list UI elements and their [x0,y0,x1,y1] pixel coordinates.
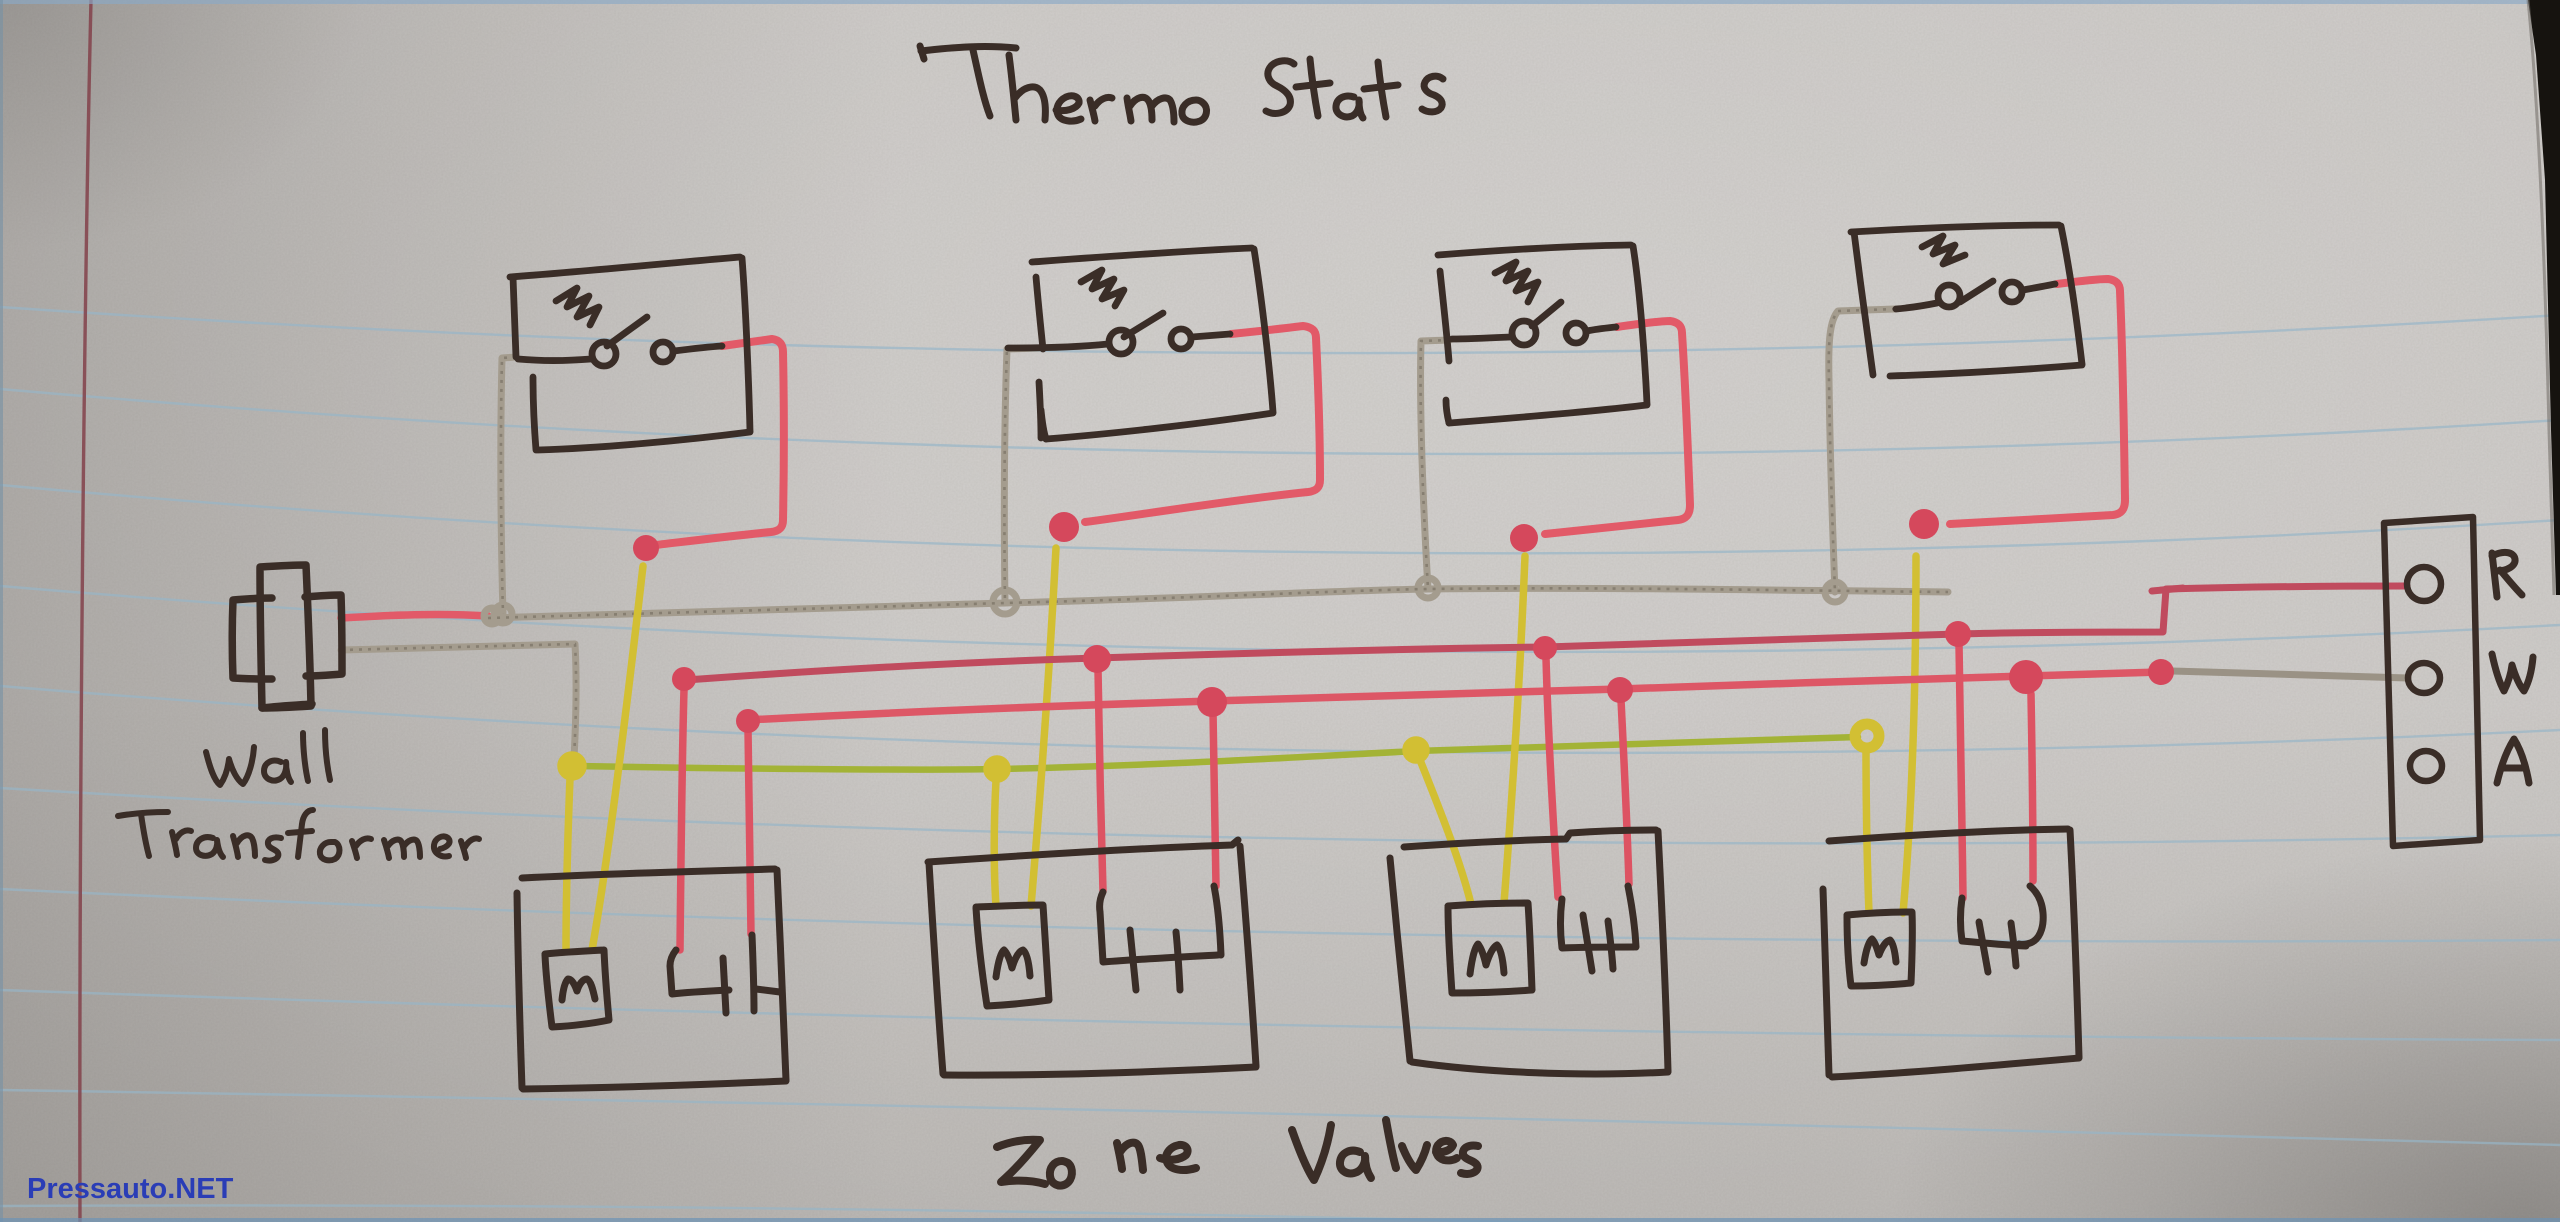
svg-text:Pressauto.NET: Pressauto.NET [27,1173,234,1205]
